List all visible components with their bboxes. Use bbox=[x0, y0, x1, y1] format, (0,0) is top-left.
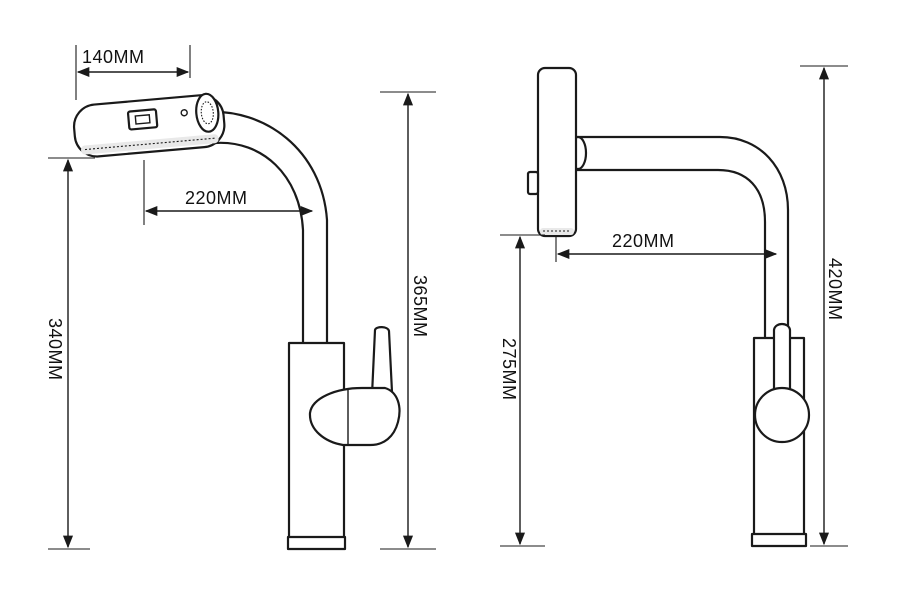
dim-label-220-right: 220MM bbox=[612, 231, 675, 251]
left-lever-handle bbox=[370, 326, 394, 397]
right-side-button bbox=[526, 170, 540, 196]
dim-label-140: 140MM bbox=[82, 47, 145, 67]
right-base-ring bbox=[750, 532, 808, 548]
left-gooseneck bbox=[203, 110, 329, 347]
left-display-icon bbox=[126, 108, 159, 131]
left-spray-head bbox=[72, 92, 226, 158]
right-gooseneck bbox=[573, 135, 790, 342]
dim-label-365: 365MM bbox=[410, 275, 430, 338]
dim-label-340: 340MM bbox=[45, 318, 65, 381]
dim-label-220-left: 220MM bbox=[185, 188, 248, 208]
right-lever-handle bbox=[772, 322, 792, 397]
right-faucet-drawing bbox=[526, 66, 811, 548]
left-handle-hub bbox=[308, 386, 401, 447]
right-handle-hub bbox=[753, 386, 811, 444]
left-dimensions: 140MM 220MM 340MM 365MM bbox=[45, 45, 436, 550]
left-faucet-drawing bbox=[72, 92, 401, 551]
right-dimensions: 220MM 275MM 420MM bbox=[499, 65, 848, 547]
dim-label-420: 420MM bbox=[825, 258, 845, 321]
dim-label-275: 275MM bbox=[499, 338, 519, 401]
left-base-ring bbox=[286, 535, 347, 551]
right-spray-head bbox=[536, 66, 578, 238]
